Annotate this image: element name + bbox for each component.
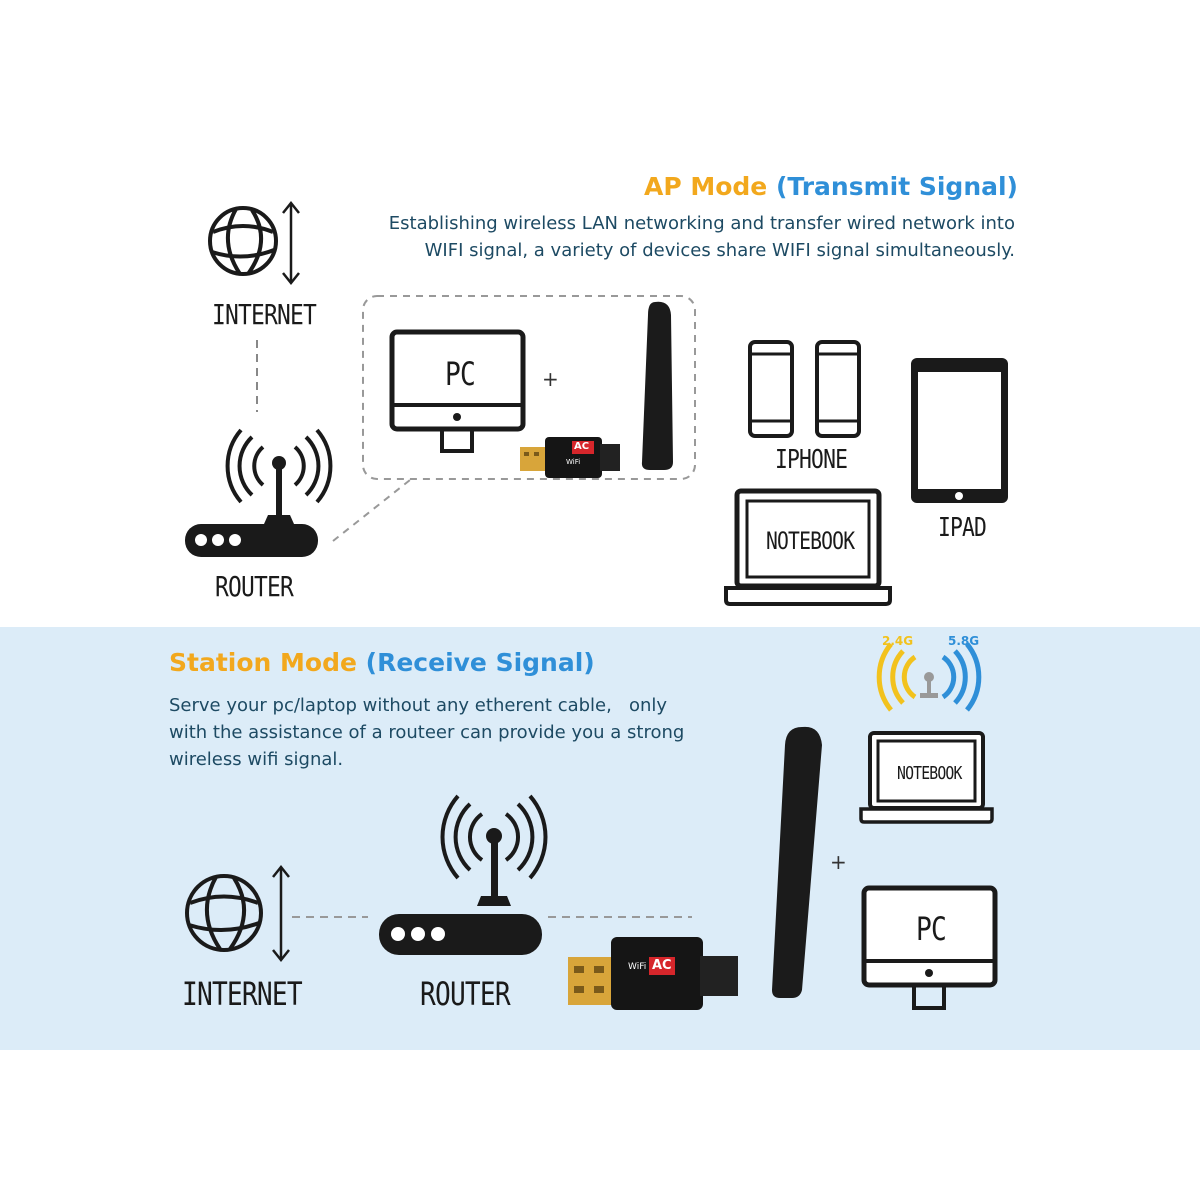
station-description: Serve your pc/laptop without any etheren… bbox=[169, 692, 684, 773]
ap-description: Establishing wireless LAN networking and… bbox=[389, 210, 1015, 264]
globe-icon bbox=[208, 206, 278, 276]
router-icon bbox=[379, 794, 548, 955]
usb-wifi-adapter-icon bbox=[520, 301, 673, 478]
band-58-label: 5.8G bbox=[948, 634, 980, 648]
tablet-icon bbox=[911, 358, 1008, 503]
station-internet-label: INTERNET bbox=[182, 975, 303, 1013]
station-desc-line-2: with the assistance of a routeer can pro… bbox=[169, 722, 685, 743]
laptop-icon bbox=[859, 731, 994, 824]
monitor-icon bbox=[389, 329, 526, 453]
pc-adapter-group bbox=[362, 295, 696, 480]
router-icon bbox=[185, 428, 333, 557]
updown-arrow-icon bbox=[282, 200, 300, 286]
ap-desc-line-1: Establishing wireless LAN networking and… bbox=[388, 213, 1015, 234]
smartphone-icon bbox=[748, 340, 794, 438]
ap-title-main: AP Mode bbox=[643, 172, 768, 201]
station-notebook-label: NOTEBOOK bbox=[897, 763, 962, 784]
smartphone-icon bbox=[815, 340, 861, 438]
station-title-paren: (Receive Signal) bbox=[365, 648, 595, 677]
station-title-main: Station Mode bbox=[169, 648, 357, 677]
station-adapter-badge-wifi: WiFi bbox=[628, 962, 647, 972]
station-pc-label: PC bbox=[916, 910, 947, 948]
station-adapter-badge-ac: AC bbox=[652, 958, 672, 973]
ap-pc-label: PC bbox=[445, 355, 476, 393]
ap-notebook-label: NOTEBOOK bbox=[766, 527, 855, 555]
ap-router-label: ROUTER bbox=[215, 570, 294, 603]
dual-band-signal-icon bbox=[876, 642, 982, 712]
globe-icon bbox=[185, 874, 263, 952]
usb-wifi-adapter-icon bbox=[568, 726, 822, 1010]
station-desc-line-3: wireless wifi signal. bbox=[169, 749, 344, 770]
ap-mode-title: AP Mode (Transmit Signal) bbox=[644, 172, 1018, 201]
ap-internet-label: INTERNET bbox=[212, 298, 317, 331]
ap-ipad-label: IPAD bbox=[938, 513, 987, 543]
band-24-label: 2.4G bbox=[882, 634, 914, 648]
station-plus-sign: + bbox=[830, 850, 847, 874]
updown-arrow-icon bbox=[272, 864, 290, 963]
monitor-icon bbox=[861, 885, 998, 1010]
ap-title-paren: (Transmit Signal) bbox=[775, 172, 1018, 201]
ap-adapter-badge-ac: AC bbox=[574, 441, 590, 452]
laptop-icon bbox=[724, 488, 892, 606]
ap-adapter-badge-wifi: WiFi bbox=[566, 458, 581, 466]
station-mode-title: Station Mode (Receive Signal) bbox=[169, 648, 595, 677]
station-router-label: ROUTER bbox=[420, 975, 511, 1013]
ap-desc-line-2: WIFI signal, a variety of devices share … bbox=[424, 240, 1015, 261]
station-desc-line-1: Serve your pc/laptop without any etheren… bbox=[169, 695, 668, 716]
ap-plus-sign: + bbox=[542, 367, 559, 391]
ap-iphone-label: IPHONE bbox=[775, 445, 848, 475]
